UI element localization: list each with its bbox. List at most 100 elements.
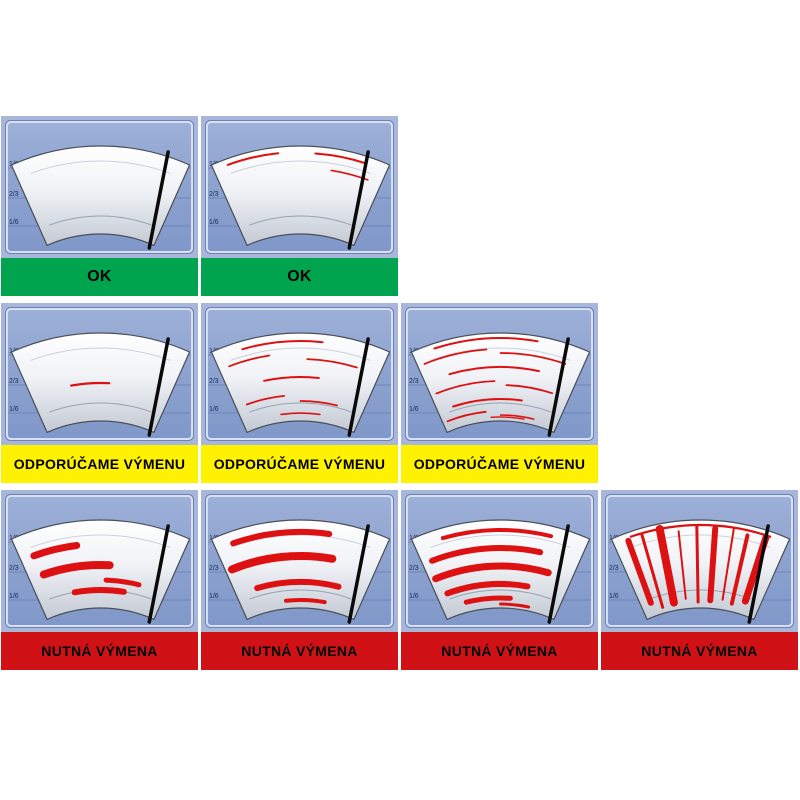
wiper-blade	[147, 150, 170, 250]
tile-ok-2: 1/6 2/3 1/6 OK	[201, 116, 398, 296]
wipe-trace-lower	[49, 402, 152, 413]
wiper-illustration: 1/6 2/3 1/6	[401, 303, 598, 445]
status-banner: NUTNÁ VÝMENA	[601, 632, 798, 670]
panel-border	[404, 494, 595, 628]
tile-replace-1: 1/6 2/3 1/6 NUTNÁ VÝMENA	[1, 490, 198, 670]
wipe-trace-upper	[630, 534, 771, 548]
wiper-svg: 1/6 2/3 1/6	[604, 494, 795, 628]
status-label: NUTNÁ VÝMENA	[41, 643, 158, 659]
wiper-illustration: 1/6 2/3 1/6	[1, 490, 198, 632]
status-label: OK	[287, 268, 312, 285]
panel-border	[604, 494, 795, 628]
wiper-illustration: 1/6 2/3 1/6	[201, 116, 398, 258]
wipe-trace-upper	[430, 534, 571, 548]
wipe-trace-lower	[449, 402, 552, 413]
scale-label-middle: 2/3	[209, 565, 219, 572]
wiper-svg: 1/6 2/3 1/6	[204, 120, 395, 254]
status-label: NUTNÁ VÝMENA	[641, 643, 758, 659]
panel-border	[204, 494, 395, 628]
panel-border	[204, 307, 395, 441]
status-label: OK	[87, 268, 112, 285]
wiper-svg: 1/6 2/3 1/6	[4, 307, 195, 441]
wipe-trace-lower	[449, 589, 552, 600]
wiper-illustration: 1/6 2/3 1/6	[201, 303, 398, 445]
scale-label-bottom: 1/6	[9, 219, 19, 226]
status-banner: OK	[1, 258, 198, 296]
wiper-blade	[547, 524, 570, 624]
wiper-blade	[547, 337, 570, 437]
scale-label-middle: 2/3	[409, 565, 419, 572]
status-banner: NUTNÁ VÝMENA	[201, 632, 398, 670]
wear-marks	[30, 542, 142, 596]
wiper-svg: 1/6 2/3 1/6	[204, 307, 395, 441]
wiper-svg: 1/6 2/3 1/6	[204, 494, 395, 628]
wipe-trace-upper	[30, 534, 171, 548]
tile-recommend-1: 1/6 2/3 1/6 ODPORÚČAME VÝMENU	[1, 303, 198, 483]
status-banner: NUTNÁ VÝMENA	[1, 632, 198, 670]
wiper-illustration: 1/6 2/3 1/6	[1, 303, 198, 445]
panel-border	[4, 307, 195, 441]
scale-label-middle: 2/3	[209, 191, 219, 198]
windshield-fan	[210, 145, 391, 247]
status-label: ODPORÚČAME VÝMENU	[413, 456, 586, 472]
panel-border	[204, 120, 395, 254]
scale-label-middle: 2/3	[209, 378, 219, 385]
wiper-blade	[347, 524, 370, 624]
wear-marks	[228, 340, 358, 416]
wear-marks	[429, 527, 554, 609]
scale-label-middle: 2/3	[9, 378, 19, 385]
windshield-fan	[10, 519, 191, 621]
scale-label-bottom: 1/6	[9, 406, 19, 413]
wipe-trace-upper	[30, 160, 171, 174]
status-banner: ODPORÚČAME VÝMENU	[1, 445, 198, 483]
status-banner: ODPORÚČAME VÝMENU	[201, 445, 398, 483]
wipe-trace-upper	[230, 347, 371, 361]
scale-label-bottom: 1/6	[409, 593, 419, 600]
wiper-blade	[147, 337, 170, 437]
wear-marks	[227, 529, 342, 605]
wiper-svg: 1/6 2/3 1/6	[404, 494, 595, 628]
tile-recommend-2: 1/6 2/3 1/6 ODPORÚČAME VÝMENU	[201, 303, 398, 483]
wipe-trace-lower	[249, 402, 352, 413]
wiper-svg: 1/6 2/3 1/6	[4, 494, 195, 628]
wiper-illustration: 1/6 2/3 1/6	[201, 490, 398, 632]
scale-label-middle: 2/3	[9, 565, 19, 572]
tile-recommend-3: 1/6 2/3 1/6 ODPORÚČAME VÝMENU	[401, 303, 598, 483]
windshield-fan	[210, 519, 391, 621]
panel-border	[4, 120, 195, 254]
wiper-illustration: 1/6 2/3 1/6	[601, 490, 798, 632]
status-label: NUTNÁ VÝMENA	[241, 643, 358, 659]
scale-label-bottom: 1/6	[209, 593, 219, 600]
scale-label-bottom: 1/6	[209, 219, 219, 226]
windshield-fan	[10, 145, 191, 247]
row-recommend: 1/6 2/3 1/6 ODPORÚČAME VÝMENU	[1, 303, 798, 483]
wear-marks	[70, 381, 111, 387]
wear-marks	[625, 523, 772, 609]
scale-label-middle: 2/3	[609, 565, 619, 572]
wipe-trace-upper	[30, 347, 171, 361]
tile-replace-3: 1/6 2/3 1/6 NUTNÁ VÝMENA	[401, 490, 598, 670]
scale-label-bottom: 1/6	[409, 406, 419, 413]
scale-label-middle: 2/3	[409, 378, 419, 385]
tile-ok-1: 1/6 2/3 1/6 OK	[1, 116, 198, 296]
wiper-blade	[747, 524, 770, 624]
wipe-trace-lower	[249, 215, 352, 226]
wiper-svg: 1/6 2/3 1/6	[404, 307, 595, 441]
wiper-wear-guide: 1/6 2/3 1/6 OK	[1, 116, 798, 677]
wiper-illustration: 1/6 2/3 1/6	[401, 490, 598, 632]
wiper-illustration: 1/6 2/3 1/6	[1, 116, 198, 258]
wiper-blade	[347, 150, 370, 250]
wipe-trace-upper	[430, 347, 571, 361]
status-label: NUTNÁ VÝMENA	[441, 643, 558, 659]
wipe-trace-lower	[49, 215, 152, 226]
status-banner: ODPORÚČAME VÝMENU	[401, 445, 598, 483]
panel-border	[404, 307, 595, 441]
scale-label-middle: 2/3	[9, 191, 19, 198]
windshield-fan	[410, 519, 591, 621]
status-banner: OK	[201, 258, 398, 296]
wipe-trace-lower	[249, 589, 352, 600]
status-banner: NUTNÁ VÝMENA	[401, 632, 598, 670]
status-label: ODPORÚČAME VÝMENU	[13, 456, 186, 472]
wipe-trace-upper	[230, 160, 371, 174]
panel-border	[4, 494, 195, 628]
